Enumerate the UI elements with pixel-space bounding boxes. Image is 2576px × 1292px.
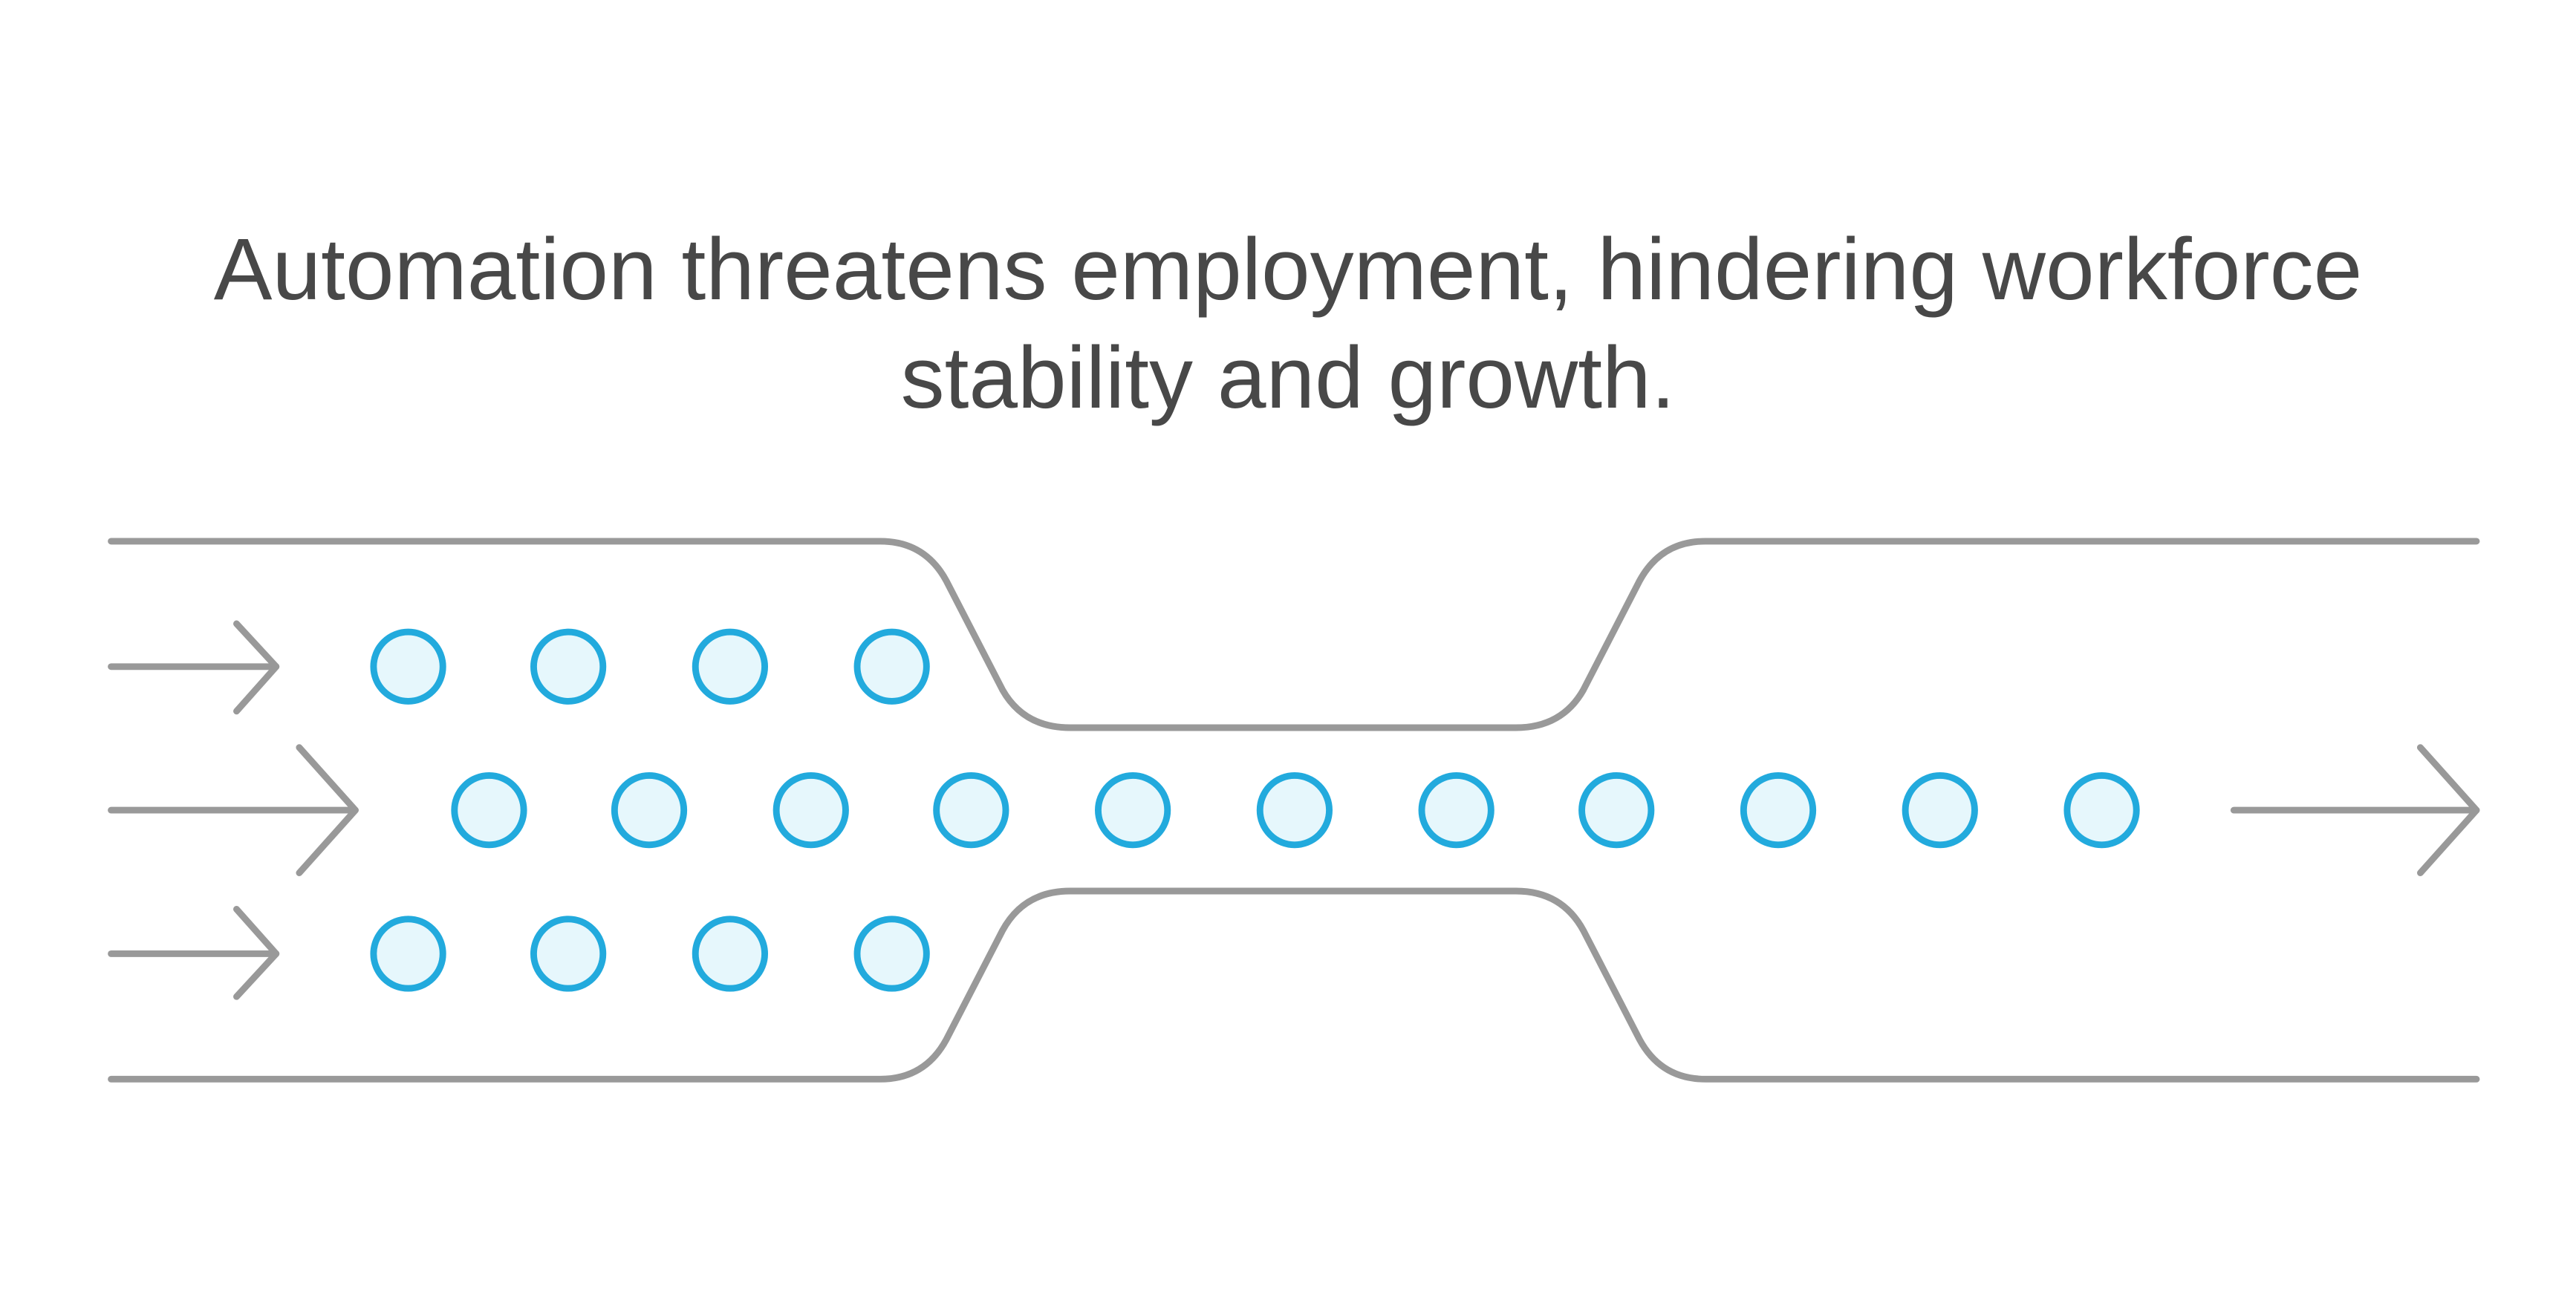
channel-bottom-wall bbox=[108, 887, 2480, 1083]
top-row-circles bbox=[370, 628, 930, 705]
diagram-title: Automation threatens employment, hinderi… bbox=[0, 215, 2576, 432]
arrow-bottom-icon bbox=[108, 906, 280, 1000]
title-line-2: stability and growth. bbox=[900, 329, 1676, 427]
arrow-middle-icon bbox=[108, 744, 359, 876]
middle-row-circles bbox=[451, 772, 2140, 849]
bottom-row-circles bbox=[370, 916, 930, 992]
arrow-output-icon bbox=[2230, 744, 2480, 876]
arrow-top-icon bbox=[108, 620, 280, 715]
channel-top-wall bbox=[108, 538, 2480, 731]
title-line-1: Automation threatens employment, hinderi… bbox=[213, 221, 2363, 319]
